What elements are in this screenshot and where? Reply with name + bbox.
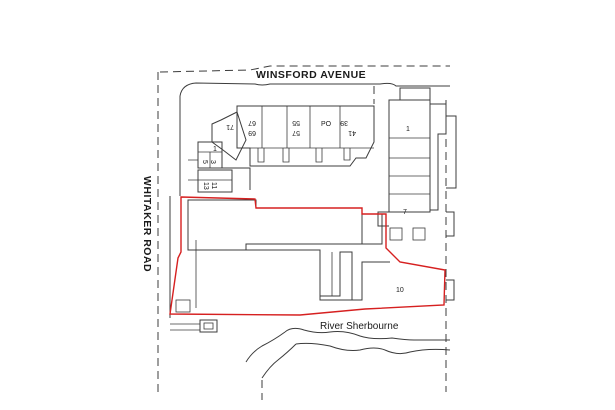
river-sherbourne-label: River Sherbourne: [320, 321, 399, 332]
house-number-3: 3: [209, 160, 216, 164]
house-number-67: 67: [248, 119, 256, 126]
house-number-7: 7: [403, 209, 407, 216]
site-boundary: [169, 196, 446, 316]
east-boundary-lines: [445, 100, 457, 392]
houses-west-cluster: [188, 111, 251, 193]
whitaker-road-label: WHITAKER ROAD: [141, 176, 153, 272]
winsford-avenue-label: WINSFORD AVENUE: [256, 69, 366, 81]
house-number-5: 5: [201, 160, 208, 164]
unit-number-10: 10: [396, 287, 404, 294]
river-sherbourne-banks: [245, 327, 451, 400]
house-number-71: 71: [226, 123, 234, 130]
house-number-57: 57: [292, 129, 300, 136]
whitaker-road-edges: [157, 72, 181, 392]
post-office-label: PO: [321, 121, 332, 128]
house-number-69: 69: [248, 129, 256, 136]
houses-east-terrace: [377, 87, 447, 241]
house-number-55: 55: [292, 119, 300, 126]
houses-north-terrace: [236, 105, 375, 167]
house-number-1-west: 1: [213, 146, 217, 153]
house-number-39: 39: [340, 119, 348, 126]
house-number-41: 41: [348, 129, 356, 136]
house-number-1-east: 1: [406, 126, 410, 133]
house-number-13: 13: [202, 182, 209, 190]
site-buildings: [175, 199, 390, 313]
winsford-avenue-road-edges: [159, 65, 450, 104]
footbridge: [170, 319, 218, 333]
house-number-11: 11: [210, 182, 217, 189]
